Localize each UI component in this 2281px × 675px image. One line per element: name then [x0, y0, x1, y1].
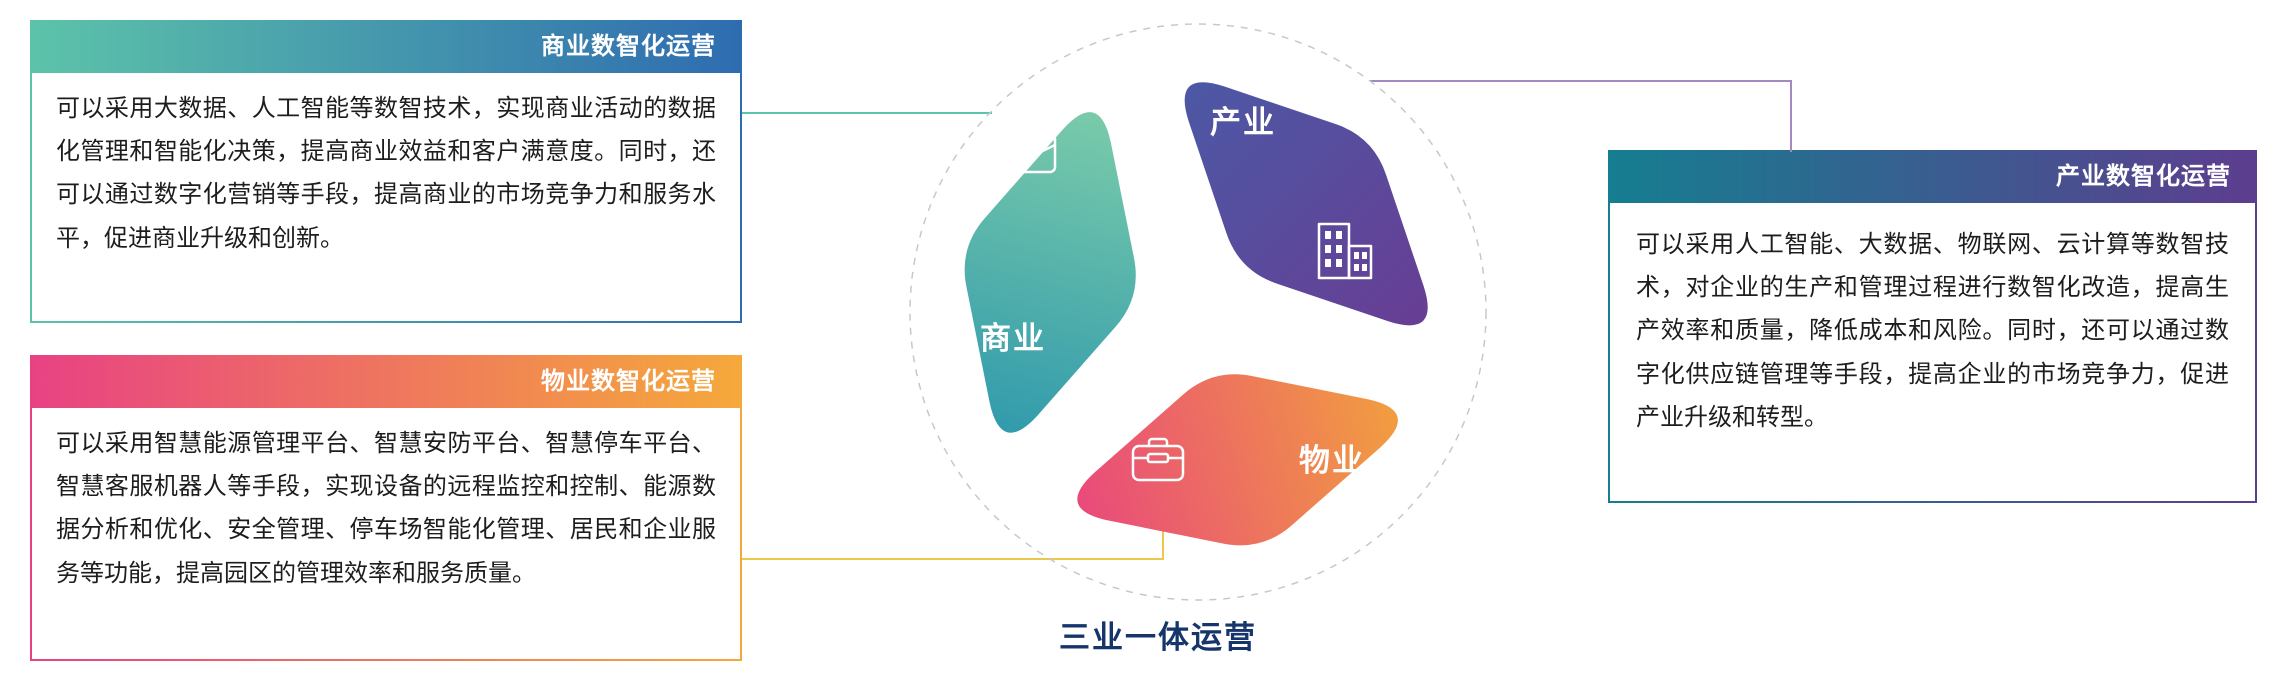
- petal-commercial: [924, 90, 1177, 455]
- connector-industry-line-horizontal: [1370, 80, 1792, 82]
- petal-industry: [1128, 25, 1485, 382]
- triangle-diagram: 商业 产业 物业: [909, 23, 1487, 601]
- card-property-title: 物业数智化运营: [541, 368, 716, 395]
- card-commercial: 商业数智化运营 可以采用大数据、人工智能等数智技术，实现商业活动的数据化管理和智…: [30, 20, 742, 323]
- card-commercial-body: 可以采用大数据、人工智能等数智技术，实现商业活动的数据化管理和智能化决策，提高商…: [32, 73, 740, 321]
- connector-property-line-horizontal: [742, 558, 1164, 560]
- petal-property: [1055, 333, 1420, 586]
- connector-commercial-line: [742, 112, 992, 114]
- petal-label-commercial: 商业: [980, 321, 1046, 356]
- card-industry: 产业数智化运营 可以采用人工智能、大数据、物联网、云计算等数智技术，对企业的生产…: [1608, 150, 2257, 503]
- card-industry-title: 产业数智化运营: [2056, 163, 2231, 190]
- petal-label-industry: 产业: [1210, 105, 1276, 140]
- connector-industry-line-vertical: [1790, 80, 1792, 152]
- card-industry-body: 可以采用人工智能、大数据、物联网、云计算等数智技术，对企业的生产和管理过程进行数…: [1610, 203, 2255, 501]
- connector-property-line-vertical: [1162, 520, 1164, 560]
- dashed-circle: [909, 23, 1487, 601]
- card-commercial-title: 商业数智化运营: [541, 33, 716, 60]
- diagram-caption: 三业一体运营: [1059, 620, 1257, 655]
- building-icon: [1317, 222, 1373, 280]
- card-property-body: 可以采用智慧能源管理平台、智慧安防平台、智慧停车平台、智慧客服机器人等手段，实现…: [32, 408, 740, 659]
- briefcase-icon: [999, 123, 1057, 174]
- card-property: 物业数智化运营 可以采用智慧能源管理平台、智慧安防平台、智慧停车平台、智慧客服机…: [30, 355, 742, 661]
- petal-label-property: 物业: [1299, 443, 1365, 478]
- case-icon: [1131, 437, 1185, 482]
